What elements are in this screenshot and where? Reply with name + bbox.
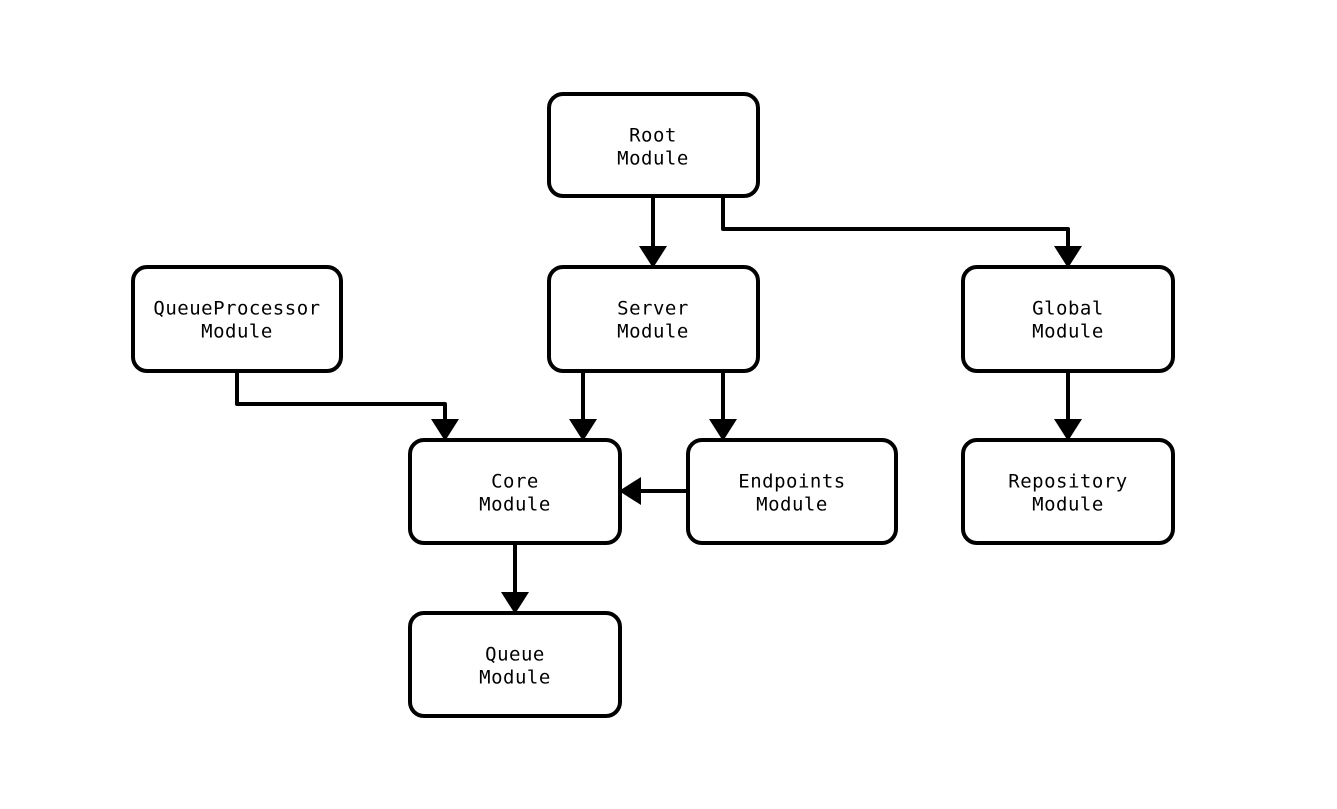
arrowhead-core-to-queue-icon (501, 592, 529, 614)
node-endpoints-module-label-line2: Module (756, 494, 828, 516)
node-repository-module-label-line2: Module (1032, 494, 1104, 516)
arrowhead-endpoints-to-core-icon (619, 477, 641, 505)
node-endpoints-module[interactable]: Endpoints Module (686, 438, 898, 545)
node-queue-module-label-line2: Module (479, 667, 551, 689)
node-queueprocessor-module-label-line1: QueueProcessor (153, 298, 320, 320)
node-root-module-label-line2: Module (617, 148, 689, 170)
node-queueprocessor-module[interactable]: QueueProcessor Module (131, 265, 343, 373)
edge-root-to-global (721, 196, 1070, 246)
node-server-module[interactable]: Server Module (547, 265, 760, 373)
node-repository-module[interactable]: Repository Module (961, 438, 1175, 545)
node-global-module-label-line2: Module (1032, 321, 1104, 343)
arrowhead-queueprocessor-to-core-icon (431, 419, 459, 441)
arrowhead-layer (431, 246, 1082, 614)
edge-layer (235, 196, 1070, 592)
node-repository-module-label-line1: Repository (1008, 471, 1127, 493)
node-queueprocessor-module-label-line2: Module (201, 321, 273, 343)
arrowhead-server-to-core-icon (569, 419, 597, 441)
node-core-module-box[interactable] (408, 438, 622, 545)
arrowhead-root-to-server-icon (639, 246, 667, 268)
node-root-module-label-line1: Root (629, 125, 677, 147)
node-queueprocessor-module-box[interactable] (131, 265, 343, 373)
node-queue-module-label-line1: Queue (485, 644, 545, 666)
node-core-module-label-line1: Core (491, 471, 539, 493)
node-core-module[interactable]: Core Module (408, 438, 622, 545)
arrowhead-global-to-repository-icon (1054, 419, 1082, 441)
node-server-module-box[interactable] (547, 265, 760, 373)
edge-queueprocessor-to-core (235, 371, 447, 419)
arrowhead-root-to-global-icon (1054, 246, 1082, 268)
node-endpoints-module-box[interactable] (686, 438, 898, 545)
node-global-module-box[interactable] (961, 265, 1175, 373)
node-core-module-label-line2: Module (479, 494, 551, 516)
node-global-module-label-line1: Global (1032, 298, 1104, 320)
node-queue-module[interactable]: Queue Module (408, 611, 622, 718)
node-root-module[interactable]: Root Module (547, 92, 760, 198)
arrowhead-server-to-endpoints-icon (709, 419, 737, 441)
node-server-module-label-line2: Module (617, 321, 689, 343)
node-queue-module-box[interactable] (408, 611, 622, 718)
node-endpoints-module-label-line1: Endpoints (738, 471, 845, 493)
node-global-module[interactable]: Global Module (961, 265, 1175, 373)
node-server-module-label-line1: Server (617, 298, 689, 320)
node-repository-module-box[interactable] (961, 438, 1175, 545)
node-root-module-box[interactable] (547, 92, 760, 198)
